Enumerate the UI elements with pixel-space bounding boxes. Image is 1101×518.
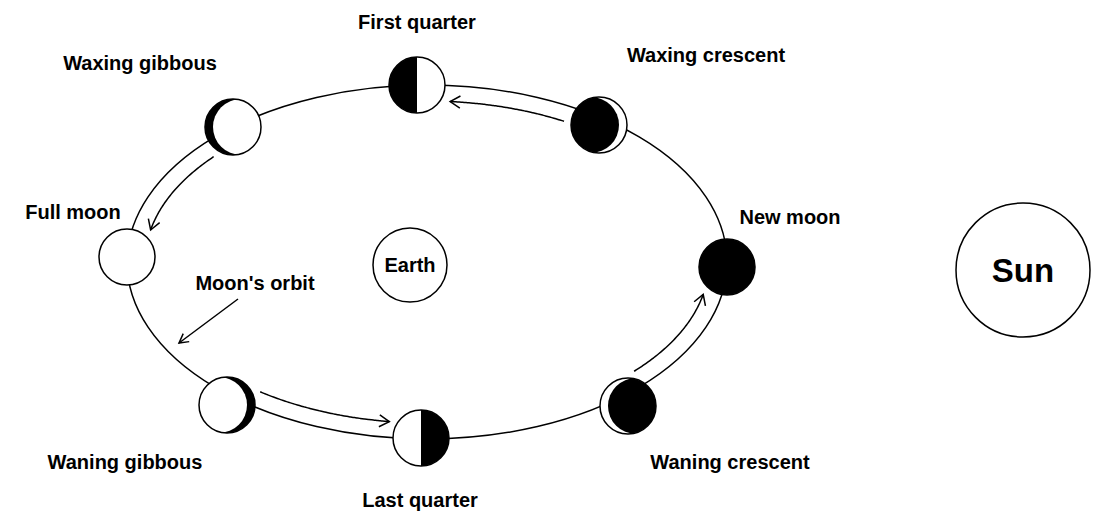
body-name: Earth (384, 255, 435, 275)
phase-name: Waning gibbous (48, 452, 203, 472)
orbit-direction-arrow (634, 294, 703, 371)
leader-arrow (179, 299, 238, 343)
moon-phase: Last quarter (392, 409, 450, 467)
moon-phase: Waning crescent (599, 377, 657, 435)
body-circle: Earth (372, 227, 448, 303)
moon-outline (600, 378, 656, 434)
moon-disc (198, 376, 256, 434)
moon-base (699, 239, 755, 295)
moon-outline (99, 229, 155, 285)
phase-name: Waning crescent (650, 452, 809, 472)
phase-name: Full moon (25, 202, 121, 222)
body-name: Sun (992, 254, 1054, 287)
phase-name: Waxing crescent (627, 45, 785, 65)
moon-outline (699, 239, 755, 295)
moon-phase: Full moon (98, 228, 156, 286)
moon-disc (204, 98, 262, 156)
moon-phase: Waning gibbous (198, 376, 256, 434)
phase-name: Waxing gibbous (63, 53, 217, 73)
moon-disc (392, 409, 450, 467)
moon-base (99, 229, 155, 285)
moon-phase: Waxing gibbous (204, 98, 262, 156)
orbit-label: Moon's orbit (195, 273, 314, 293)
moon-outline (199, 377, 255, 433)
moon-outline (571, 97, 627, 153)
moon-shade (388, 56, 417, 114)
moon-shade (421, 409, 450, 467)
phase-name: New moon (739, 207, 840, 227)
body-circle: Sun (955, 202, 1091, 338)
moon-outline (389, 57, 445, 113)
moon-disc (98, 228, 156, 286)
orbit-direction-arrow (260, 392, 389, 422)
phase-name: First quarter (358, 12, 476, 32)
moon-base (389, 57, 445, 113)
moon-outline (205, 99, 261, 155)
moon-disc (570, 96, 628, 154)
body-circle-outline (956, 203, 1090, 337)
orbit-direction-arrow (151, 157, 214, 230)
moon-phase: Waxing crescent (570, 96, 628, 154)
body-circle-outline (373, 228, 447, 302)
moon-disc (388, 56, 446, 114)
moon-phase: First quarter (388, 56, 446, 114)
moon-disc (599, 377, 657, 435)
orbit-ellipse (127, 85, 727, 439)
moon-disc (698, 238, 756, 296)
moon-base (393, 410, 449, 466)
orbit-direction-arrow (450, 102, 564, 122)
moon-phase: New moon (698, 238, 756, 296)
moon-outline (393, 410, 449, 466)
phase-name: Last quarter (362, 490, 478, 510)
